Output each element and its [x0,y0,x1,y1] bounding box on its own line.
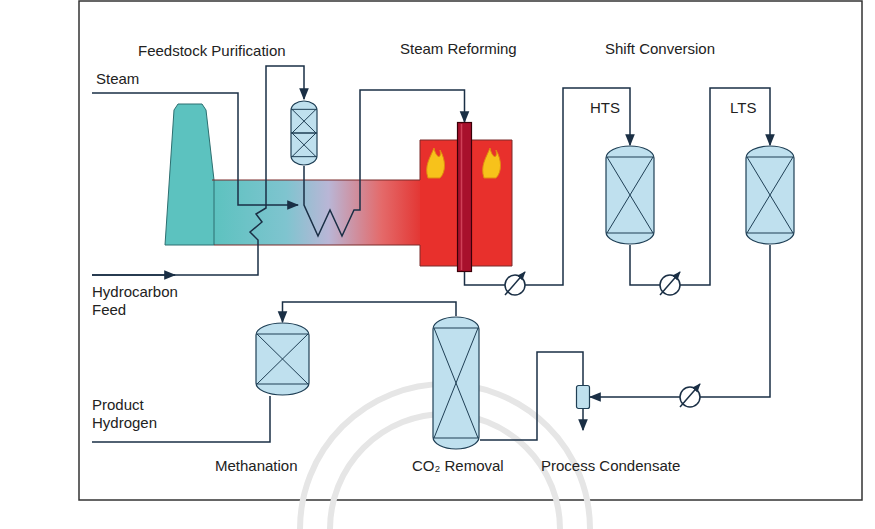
feed-arrow [92,274,175,276]
reformer-tube: Steam Reforming [457,122,472,272]
feed-line [92,66,304,275]
heat-exchanger-symbol [660,272,680,295]
heat-exchanger-symbol [680,384,700,407]
hts-reactor: HTS [605,145,655,245]
unit-label: Process Condensate [541,457,680,475]
vessel-outline [255,322,310,396]
unit-label: CO₂ Removal [412,457,504,475]
stream-label: Product Hydrogen [92,396,192,432]
process-line [590,245,770,397]
vessel-outline [605,145,655,245]
stack [165,104,214,245]
stream-label: Hydrocarbon Feed [92,283,192,319]
unit-label: Methanation [215,457,298,475]
unit-label: HTS [590,99,620,117]
frame [79,1,862,500]
process-line [465,88,631,285]
unit-label: Feedstock Purification [138,42,286,60]
co2-absorber: CO₂ Removal [432,316,480,450]
process-line [283,302,457,322]
process-line [480,352,583,440]
unit-label: Steam Reforming [400,40,517,58]
purifier-vessel: Feedstock Purification [290,100,318,166]
vessel-outline [576,385,590,409]
condensate-outlet [582,409,584,430]
process-line [304,90,465,236]
lts-reactor: LTS [745,145,795,245]
separator-drum: Process Condensate [576,385,590,409]
methanator: Methanation [255,322,310,396]
vessel-outline [432,316,480,450]
vessel-outline [745,145,795,245]
section-heading: Shift Conversion [605,40,715,58]
steam-line [92,93,298,205]
vessel-outline [457,122,472,272]
heat-exchanger-symbol [505,272,525,295]
vessel-outline [290,100,318,166]
product-line [92,396,270,442]
unit-label: LTS [730,99,756,117]
stream-label: Steam [96,70,139,88]
